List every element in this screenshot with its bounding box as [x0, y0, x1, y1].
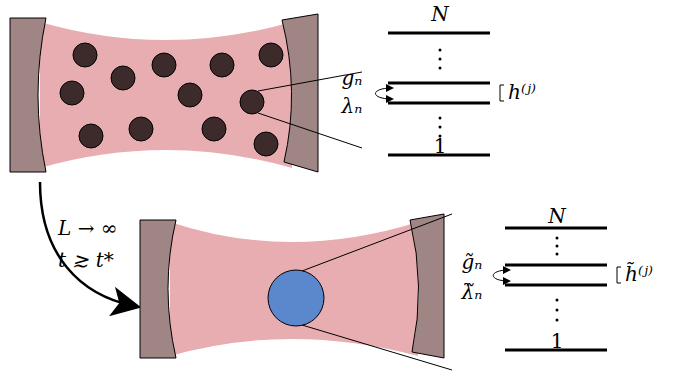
- bottom-cavity: [140, 214, 621, 370]
- coupling-label: gₙ: [342, 68, 363, 88]
- coupling-label: g̃ₙ: [462, 252, 483, 272]
- time-label: t ≳ t*: [58, 250, 114, 270]
- field-label: h̃⁽ʲ⁾: [625, 264, 653, 284]
- limit-arrow: [40, 182, 134, 306]
- coupling-label: λ̃ₙ: [462, 282, 483, 302]
- coupling-label: λₙ: [342, 96, 363, 116]
- limit-label: L → ∞: [58, 218, 117, 238]
- level-label: N: [431, 4, 449, 24]
- level-label: 1: [551, 331, 564, 351]
- top-cavity: [10, 14, 504, 172]
- level-label: N: [548, 206, 566, 226]
- level-label: 1: [434, 136, 447, 156]
- field-label: h⁽ʲ⁾: [508, 82, 536, 102]
